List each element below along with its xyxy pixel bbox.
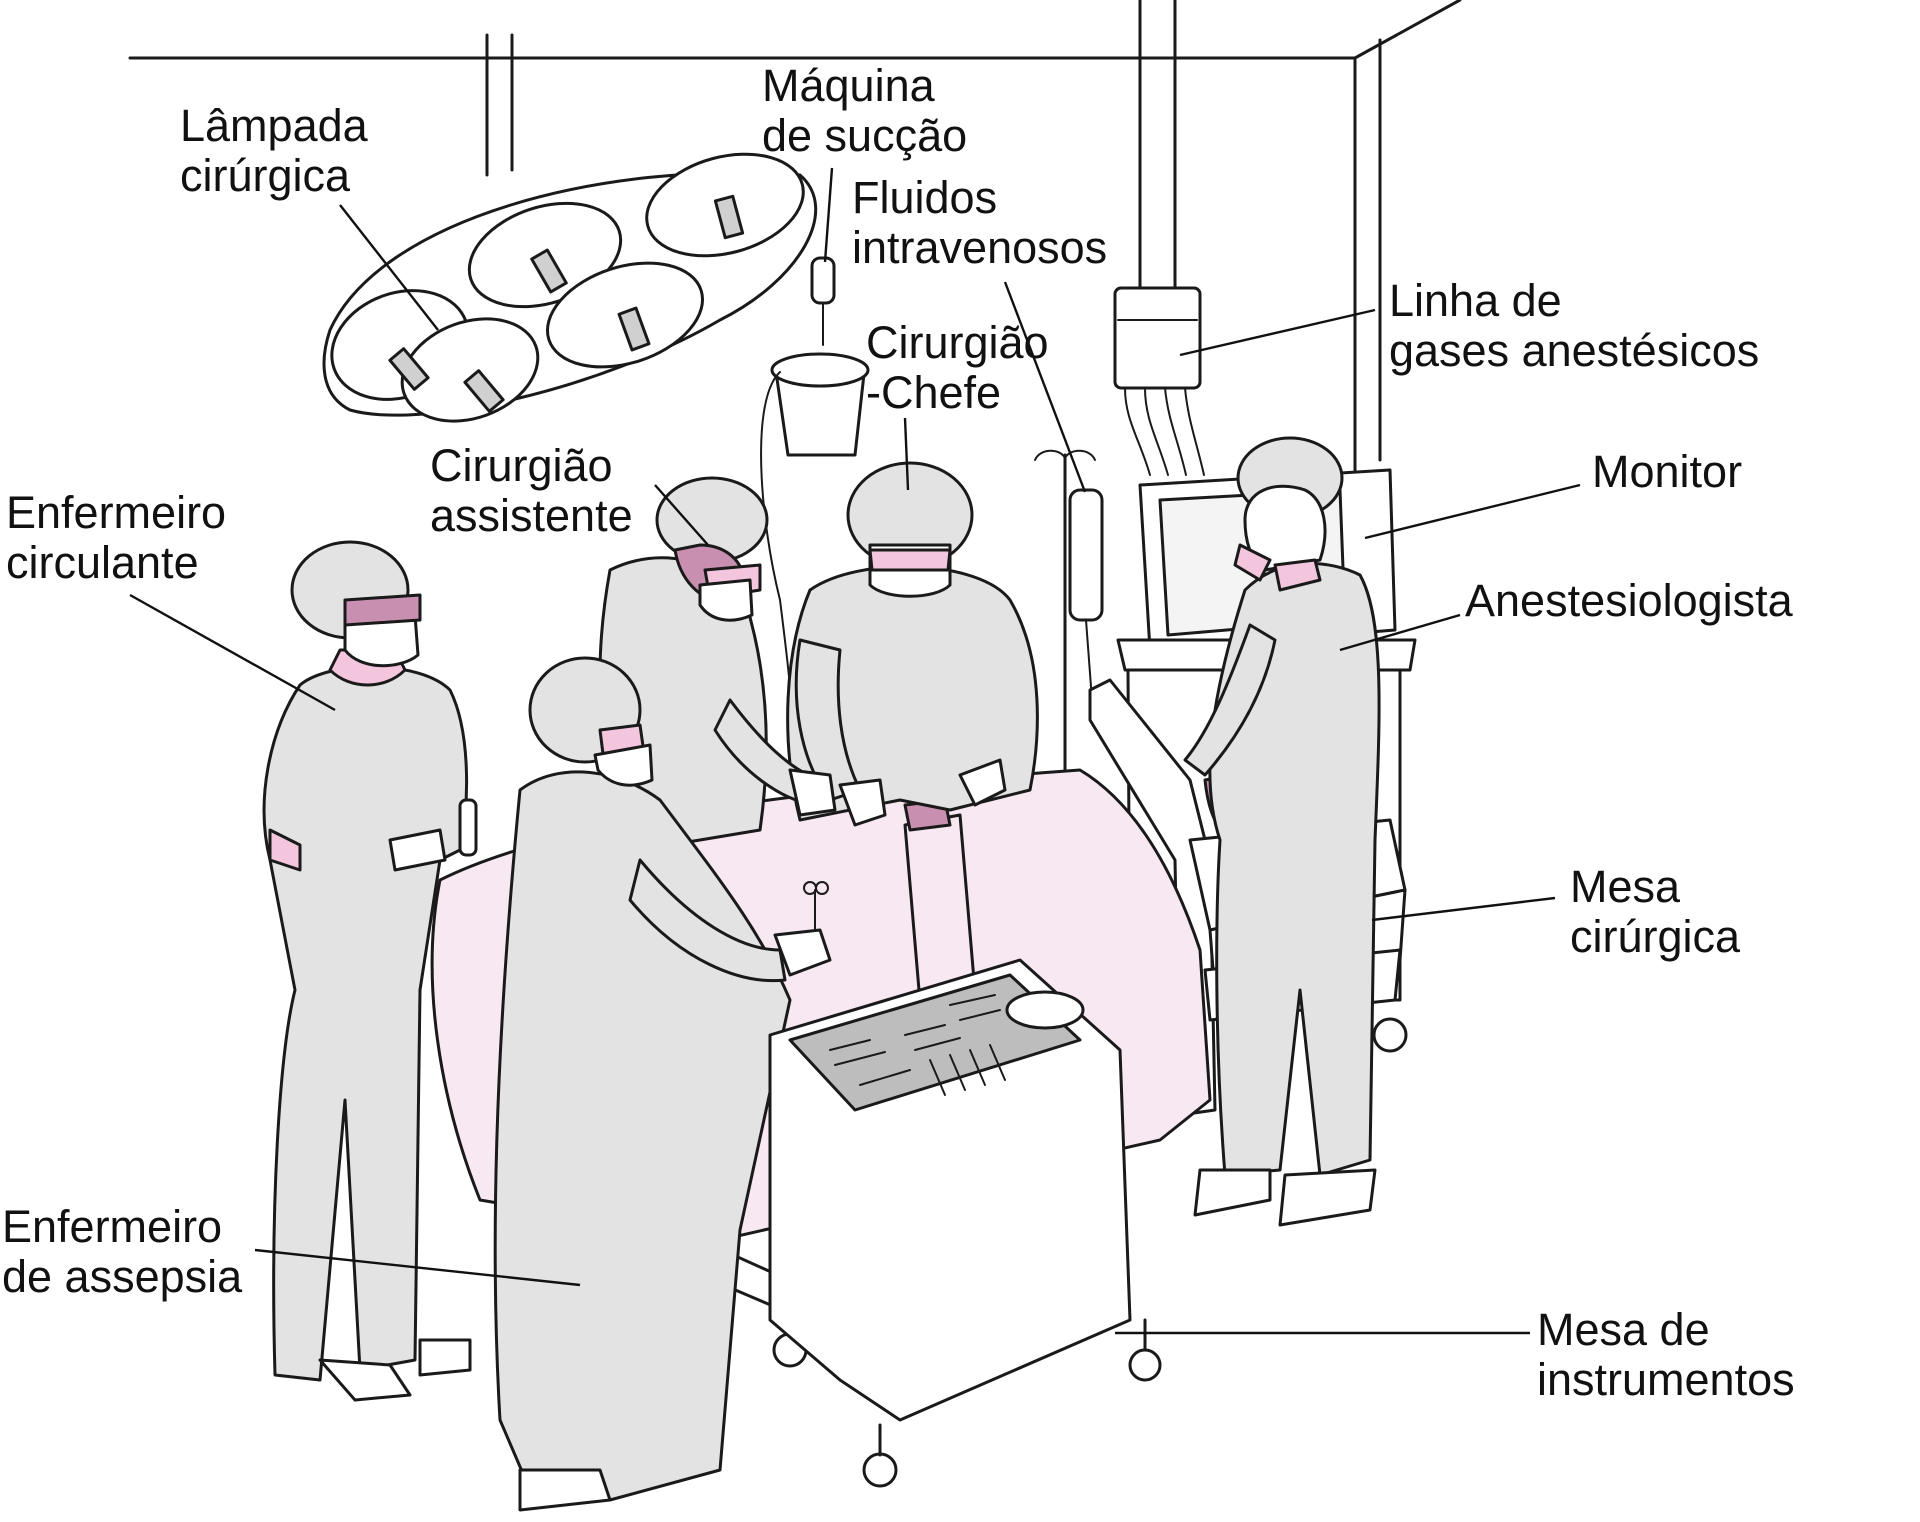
- label-monitor: Monitor: [1592, 446, 1742, 497]
- leader-operating-table: [1371, 896, 1556, 922]
- label-iv-fluids: Fluidos intravenosos: [852, 172, 1107, 273]
- circulating-nurse-figure: [262, 540, 478, 1402]
- surgical-lamp: [322, 33, 818, 423]
- label-surgical-lamp: Lâmpada cirúrgica: [180, 100, 380, 201]
- suction-machine: [760, 256, 870, 821]
- leader-surgical-lamp: [339, 204, 439, 331]
- anesthetic-gas-line: [1113, 0, 1205, 476]
- label-scrub-nurse: Enfermeiro de assepsia: [2, 1201, 243, 1302]
- label-instrument-table: Mesa de instrumentos: [1537, 1304, 1795, 1405]
- callout-labels: Lâmpada cirúrgica Máquina de sucção Flui…: [2, 60, 1795, 1405]
- label-chief-surgeon: Cirurgião -Chefe: [866, 317, 1061, 418]
- label-suction-machine: Máquina de sucção: [762, 60, 967, 161]
- chief-surgeon-figure: [786, 461, 1039, 827]
- label-anesthesiologist: Anestesiologista: [1465, 575, 1794, 626]
- leader-assistant-surgeon: [654, 484, 709, 546]
- anesthesiologist-figure: [1183, 436, 1381, 1227]
- leader-monitor: [1364, 483, 1581, 540]
- leader-anesthetic-gas-line: [1179, 308, 1376, 357]
- leader-lines: [129, 167, 1581, 1335]
- iv-pole: [1034, 449, 1104, 772]
- leader-circulating-nurse: [129, 593, 336, 712]
- label-operating-table: Mesa cirúrgica: [1570, 861, 1741, 962]
- leader-iv-fluids: [1003, 281, 1087, 493]
- label-anesthetic-gas-line: Linha de gases anestésicos: [1389, 275, 1759, 376]
- label-assistant-surgeon: Cirurgião assistente: [430, 440, 633, 541]
- scrub-nurse-figure: [493, 656, 832, 1512]
- label-circulating-nurse: Enfermeiro circulante: [6, 487, 239, 588]
- instrument-table: [768, 958, 1162, 1488]
- leader-scrub-nurse: [254, 1248, 581, 1287]
- leader-suction-machine: [823, 167, 834, 263]
- leader-anesthesiologist: [1339, 613, 1461, 652]
- leader-chief-surgeon: [903, 417, 910, 491]
- room-walls: [128, 0, 1462, 472]
